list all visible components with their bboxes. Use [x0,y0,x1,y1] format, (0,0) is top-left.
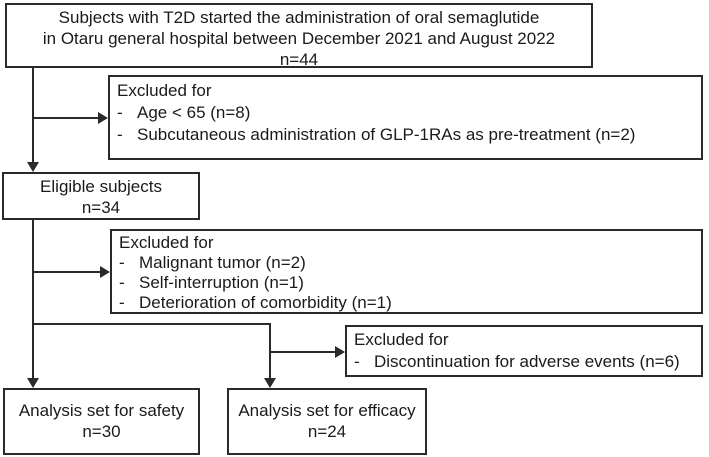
exclusion-2-item: - Deterioration of comorbidity (n=1) [119,293,695,313]
exclusion-1-item: - Age < 65 (n=8) [117,102,695,124]
exclusion-box-3: Excluded for - Discontinuation for adver… [345,325,703,377]
arrowhead-down-icon [27,162,39,172]
exclusion-box-1: Excluded for - Age < 65 (n=8) - Subcutan… [108,75,703,160]
connector-branch-efficacy [32,323,271,325]
exclusion-3-item: - Discontinuation for adverse events (n=… [354,351,695,373]
exclusion-2-item-text: Self-interruption (n=1) [139,273,304,292]
arrowhead-right-icon [100,266,110,278]
safety-analysis-box: Analysis set for safety n=30 [3,388,200,455]
eligible-count: n=34 [81,198,121,217]
safety-label: Analysis set for safety [18,401,185,420]
exclusion-1-title: Excluded for [117,81,212,100]
exclusion-2-title: Excluded for [119,233,214,252]
efficacy-count: n=24 [307,422,347,441]
exclusion-2-item: - Self-interruption (n=1) [119,273,695,293]
eligible-label: Eligible subjects [40,177,162,196]
exclusion-3-title: Excluded for [354,330,449,349]
source-line-1: Subjects with T2D started the administra… [58,8,540,27]
connector-branch-exclusion1 [33,117,99,119]
exclusion-2-item-text: Deterioration of comorbidity (n=1) [139,293,392,312]
exclusion-1-item-text: Subcutaneous administration of GLP-1RAs … [137,125,636,144]
dash-bullet: - [117,125,123,144]
arrowhead-right-icon [98,112,108,124]
connector-source-to-eligible [32,67,34,163]
eligible-subjects-box: Eligible subjects n=34 [2,172,200,220]
dash-bullet: - [117,103,123,122]
arrowhead-down-icon [264,378,276,388]
exclusion-1-item: - Subcutaneous administration of GLP-1RA… [117,124,695,146]
safety-count: n=30 [82,422,121,441]
exclusion-2-item-text: Malignant tumor (n=2) [139,253,306,272]
source-population-box: Subjects with T2D started the administra… [5,3,593,69]
dash-bullet: - [119,273,125,292]
arrowhead-right-icon [335,346,345,358]
connector-branch-exclusion2 [33,271,101,273]
connector-branch-exclusion3 [270,351,336,353]
exclusion-box-2: Excluded for - Malignant tumor (n=2) - S… [110,229,703,314]
efficacy-analysis-box: Analysis set for efficacy n=24 [227,388,427,455]
source-line-2: in Otaru general hospital between Decemb… [42,29,556,48]
exclusion-1-item-text: Age < 65 (n=8) [137,103,251,122]
connector-eligible-to-safety [32,219,34,379]
dash-bullet: - [119,293,125,312]
arrowhead-down-icon [27,378,39,388]
source-count: n=44 [279,50,319,69]
exclusion-3-item-text: Discontinuation for adverse events (n=6) [374,352,680,371]
efficacy-label: Analysis set for efficacy [238,401,416,420]
exclusion-2-item: - Malignant tumor (n=2) [119,253,695,273]
dash-bullet: - [354,352,360,371]
dash-bullet: - [119,253,125,272]
